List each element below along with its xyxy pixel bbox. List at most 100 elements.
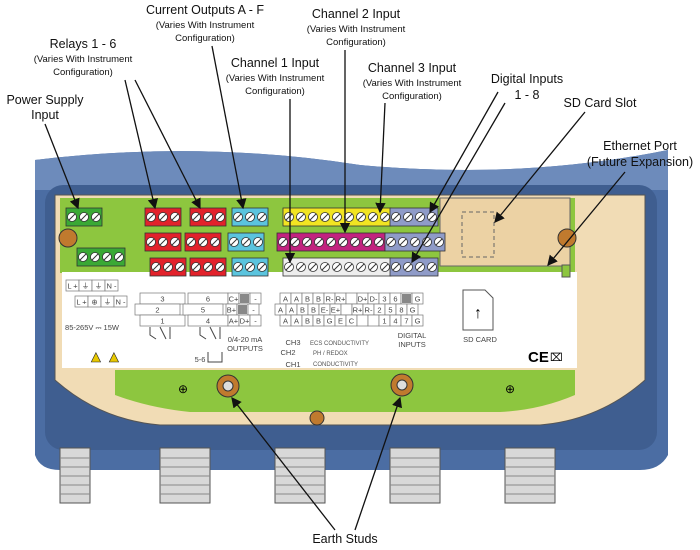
screw-slot — [411, 238, 419, 246]
ch-row2-label: 8 — [399, 306, 403, 315]
sd-card-slot-callout: SD Card Slot — [564, 96, 637, 110]
outputs-label: C+ — [229, 295, 239, 304]
screw-slot — [176, 263, 184, 271]
screw-slot — [345, 263, 353, 271]
warning-icon: ▲ — [88, 349, 104, 366]
screw-slot — [234, 213, 242, 221]
earth-stud-right-nut — [396, 379, 408, 391]
screw-slot — [187, 238, 195, 246]
screw-slot — [285, 263, 293, 271]
screw-slot — [258, 263, 266, 271]
channel2-callout-sub-1: (Varies With Instrument — [307, 24, 406, 35]
callouts: Power Supply Input Relays 1 - 6 (Varies … — [6, 3, 693, 546]
screw-slot — [279, 238, 287, 246]
sd-arrow-icon: ↑ — [474, 305, 482, 322]
digital-inputs-label-1: DIGITAL — [398, 331, 427, 340]
ch-row3-cell — [367, 314, 380, 327]
screw-slot — [159, 238, 167, 246]
screw-slot — [147, 238, 155, 246]
current-outputs-callout: Current Outputs A - F — [146, 3, 264, 17]
relays-callout-sub-2: Configuration) — [53, 67, 113, 78]
power-supply-callout-1: Power Supply — [6, 93, 84, 107]
ch-row3-label: B — [316, 317, 321, 326]
ch-row3-label: G — [415, 317, 421, 326]
ch-row1-label: G — [415, 295, 421, 304]
ch-row3-cell — [356, 314, 369, 327]
screw-slot — [428, 263, 436, 271]
ch-row1-label: B — [316, 295, 321, 304]
screw-slot — [258, 213, 266, 221]
screw-slot — [357, 263, 365, 271]
outputs-r-label: A+ — [229, 317, 239, 326]
screw-slot — [159, 213, 167, 221]
screw-slot — [321, 213, 329, 221]
outputs-label-2: OUTPUTS — [227, 344, 263, 353]
channel1-callout-sub-1: (Varies With Instrument — [226, 73, 325, 84]
power-terminal-bottom[interactable] — [76, 247, 126, 267]
ch-row1-label: 3 — [382, 295, 386, 304]
mount-screw-right — [557, 228, 577, 248]
ch-row3-label: 1 — [382, 317, 386, 326]
channel3-callout-sub-1: (Varies With Instrument — [363, 78, 462, 89]
screw-slot — [392, 263, 400, 271]
center-screw — [309, 410, 325, 426]
relay-56-contact-icon — [207, 352, 223, 363]
screw-slot — [230, 238, 238, 246]
screw-slot — [80, 213, 88, 221]
screw-slot — [216, 263, 224, 271]
digital-inputs-callout-1: Digital Inputs — [491, 72, 563, 86]
ch-row2-label: B — [311, 306, 316, 315]
ch-row1-label: A — [294, 295, 299, 304]
power-row1-label: ⏚ — [82, 282, 90, 291]
screw-slot — [246, 213, 254, 221]
ch-row3-label: A — [294, 317, 299, 326]
screw-slot — [147, 213, 155, 221]
ce-mark: CE — [528, 349, 549, 366]
screw-slot — [428, 213, 436, 221]
screw-slot — [216, 213, 224, 221]
ethernet-connector — [561, 264, 571, 278]
outputs-r-label: - — [254, 317, 257, 326]
power-rating: 85-265V ⎓ 15W — [65, 323, 120, 332]
earth-symbol-icon: ⊕ — [178, 382, 188, 396]
screw-slot — [315, 238, 323, 246]
screw-slot — [327, 238, 335, 246]
screw-slot — [381, 263, 389, 271]
screw-slot — [246, 263, 254, 271]
screw-slot — [164, 263, 172, 271]
power-row1-label: ⏚ — [95, 282, 103, 291]
screw-slot — [199, 238, 207, 246]
outputs-label: - — [254, 295, 257, 304]
screw-slot — [204, 263, 212, 271]
screw-slot — [254, 238, 262, 246]
screw-slot — [68, 213, 76, 221]
screw-slot — [339, 238, 347, 246]
screw-slot — [404, 263, 412, 271]
screw-slot — [92, 213, 100, 221]
screw-slot — [291, 238, 299, 246]
ch-row3-label: A — [283, 317, 288, 326]
screw-slot — [369, 213, 377, 221]
ch3-type: ECS CONDUCTIVITY — [310, 341, 369, 347]
ethernet-port-area — [439, 197, 571, 267]
screw-slot — [387, 238, 395, 246]
relay-b-label: 4 — [206, 317, 210, 326]
screw-slot — [375, 238, 383, 246]
channel3-callout: Channel 3 Input — [368, 61, 457, 75]
screw-slot — [242, 238, 250, 246]
terminal-blocks — [65, 207, 446, 277]
screw-slot — [171, 238, 179, 246]
outputs-r-label: D+ — [240, 317, 250, 326]
screw-slot — [309, 213, 317, 221]
cable-glands — [59, 447, 556, 504]
ch-row2-label: A — [278, 306, 283, 315]
sd-card-icon — [462, 289, 494, 331]
ch-row2-label: 5 — [388, 306, 392, 315]
earth-symbol-icon: ⊕ — [505, 382, 515, 396]
ch-row2-label: E- — [321, 306, 329, 315]
ch-row3-label: 4 — [393, 317, 397, 326]
ch-row2-label: B — [300, 306, 305, 315]
screw-slot — [192, 263, 200, 271]
power-supply-callout-2: Input — [31, 108, 59, 122]
outputs-label: - — [252, 306, 255, 315]
